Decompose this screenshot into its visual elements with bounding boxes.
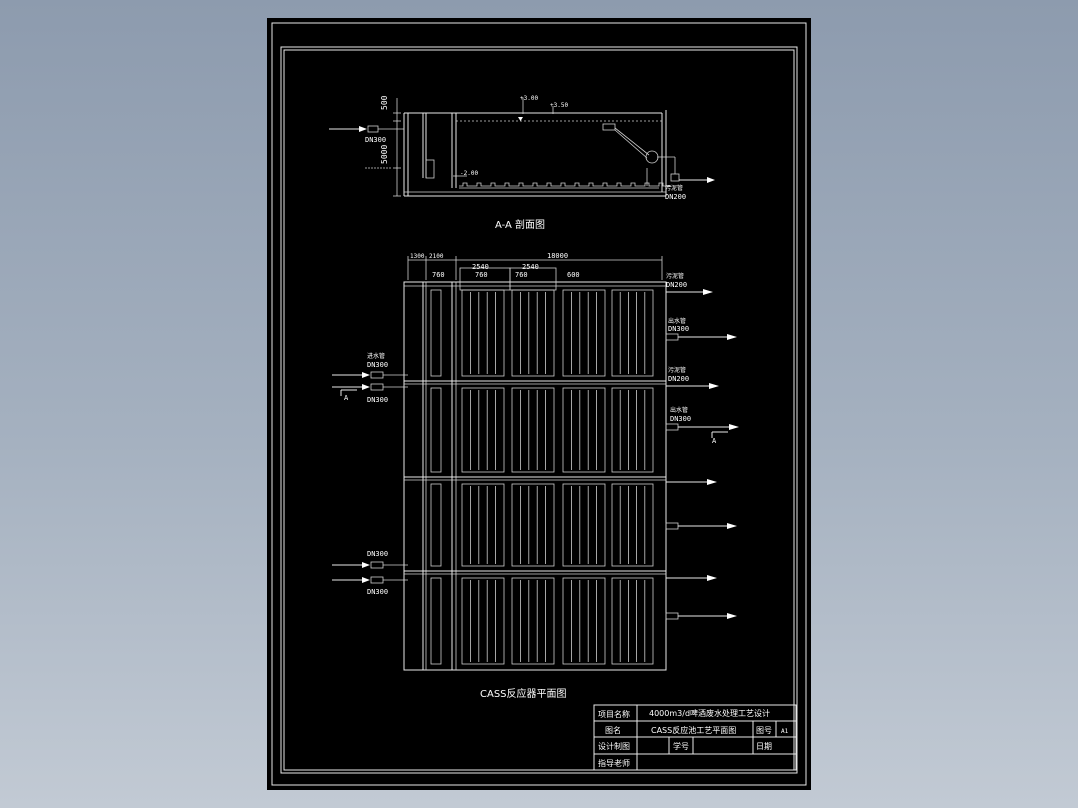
pre-reaction-pipe [430,483,442,567]
right-label-6: 出水管 [670,406,688,414]
left-label-4: DN300 [367,588,388,596]
aeration-cell [461,577,505,665]
aeration-cell [511,289,555,377]
right-label-7: DN300 [670,415,691,423]
elev-water: +3.00 [520,95,538,102]
title-block [593,704,797,771]
tb-advisor-label: 指导老师 [598,758,630,768]
right-label-3: DN300 [668,325,689,333]
aeration-cell [562,387,606,473]
aeration-cell [611,577,654,665]
tb-date-label: 日期 [756,742,772,751]
section-title: A-A 剖面图 [495,218,545,231]
right-label-2: 出水管 [668,317,686,325]
elev-top: +3.50 [550,102,568,109]
plan-dim-1300: 1300 [410,253,425,260]
right-label-4: 污泥管 [668,366,686,374]
plan-view [332,256,739,671]
right-label-5: DN200 [668,375,689,383]
plan-dim-760a: 760 [432,271,445,279]
plan-aeration-grid [430,289,654,665]
outer-frame [271,22,807,786]
tb-name-label: 图名 [605,725,621,735]
dim-500: 500 [380,95,389,110]
aeration-cell [461,387,505,473]
inner-frame-outer [280,46,798,774]
right-label-1: DN200 [666,281,687,289]
plan-dim-600: 600 [567,271,580,279]
pre-reaction-pipe [430,387,442,473]
tb-student-no-label: 学号 [673,741,689,751]
section-view [329,98,715,197]
elev-bottom: -2.00 [460,170,478,177]
tb-project-label: 项目名称 [598,709,630,719]
aeration-cell [511,577,555,665]
aeration-cell [562,577,606,665]
dim-5000: 5000 [380,145,389,164]
tb-drawing-no-value: A1 [781,728,789,735]
aeration-cell [461,289,505,377]
right-label-0: 污泥管 [666,272,684,280]
aeration-cell [611,289,654,377]
section-marker-right: A [712,437,717,445]
tb-designer-label: 设计制图 [598,741,630,751]
section-outlet-name: 污泥管 [665,184,683,192]
plan-dim-2540a: 2540 [472,263,489,271]
aeration-cell [511,483,555,567]
left-label-1: DN300 [367,361,388,369]
left-label-3: DN300 [367,550,388,558]
cad-drawing-sheet: 500 5000 +3.00 +3.50 -2.00 DN300 污泥管 DN2… [267,18,811,790]
tb-project-value: 4000m3/d啤酒废水处理工艺设计 [649,708,770,718]
pre-reaction-pipe [430,577,442,665]
aeration-cell [611,483,654,567]
aeration-cell [511,387,555,473]
aeration-cell [562,483,606,567]
aeration-cell [461,483,505,567]
left-label-inlet: 进水管 [367,352,385,360]
aeration-cell [562,289,606,377]
plan-title: CASS反应器平面图 [480,687,567,700]
plan-dim-2100: 2100 [429,253,444,260]
plan-dim-760b: 760 [475,271,488,279]
section-outlet-label: DN200 [665,193,686,201]
section-marker-left: A [344,394,349,402]
inner-frame [283,49,795,771]
tb-name-value: CASS反应池工艺平面图 [651,725,736,735]
plan-dim-18000: 18000 [547,252,568,260]
tb-drawing-no-label: 图号 [756,726,772,735]
left-label-2: DN300 [367,396,388,404]
drawing-svg: 500 5000 +3.00 +3.50 -2.00 DN300 污泥管 DN2… [271,22,807,786]
plan-dim-2540b: 2540 [522,263,539,271]
section-inlet-label: DN300 [365,136,386,144]
pre-reaction-pipe [430,289,442,377]
aeration-cell [611,387,654,473]
plan-dim-760c: 760 [515,271,528,279]
plan-tank-outline [403,281,667,671]
